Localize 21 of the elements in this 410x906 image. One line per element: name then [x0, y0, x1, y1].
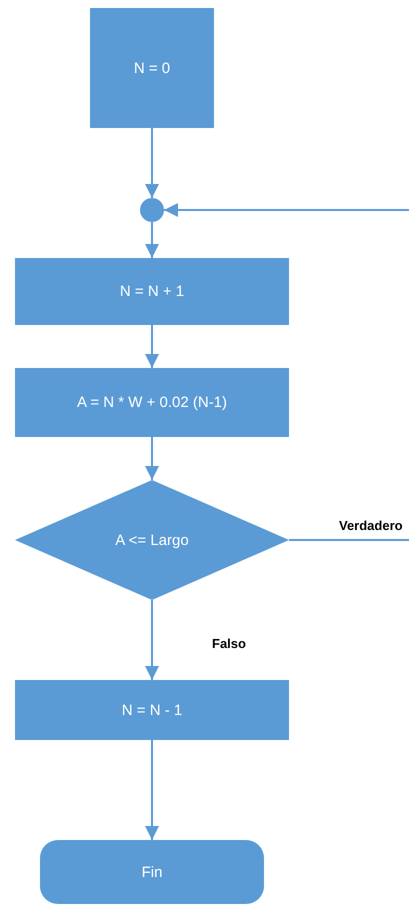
process-box: [15, 368, 289, 437]
node-text: A <= Largo: [115, 532, 189, 548]
edge-label: Verdadero: [339, 518, 403, 533]
terminator-box: [40, 840, 264, 904]
node-text: N = N - 1: [122, 702, 182, 718]
arrow: [145, 222, 159, 258]
node-text: A = N * W + 0.02 (N-1): [76, 394, 228, 411]
process-box: [90, 8, 214, 128]
arrow: [145, 325, 159, 368]
connector-line: [289, 539, 409, 541]
arrow: [145, 437, 159, 480]
node-text: N = N + 1: [120, 283, 184, 300]
node-text: Fin: [142, 864, 162, 880]
process-box: [15, 258, 289, 325]
arrow: [164, 203, 409, 217]
edge-label: Falso: [212, 636, 246, 651]
arrow: [145, 600, 159, 680]
arrow: [145, 740, 159, 840]
arrow: [145, 128, 159, 198]
process-box: [15, 680, 289, 740]
node-text: N = 0: [134, 60, 170, 76]
